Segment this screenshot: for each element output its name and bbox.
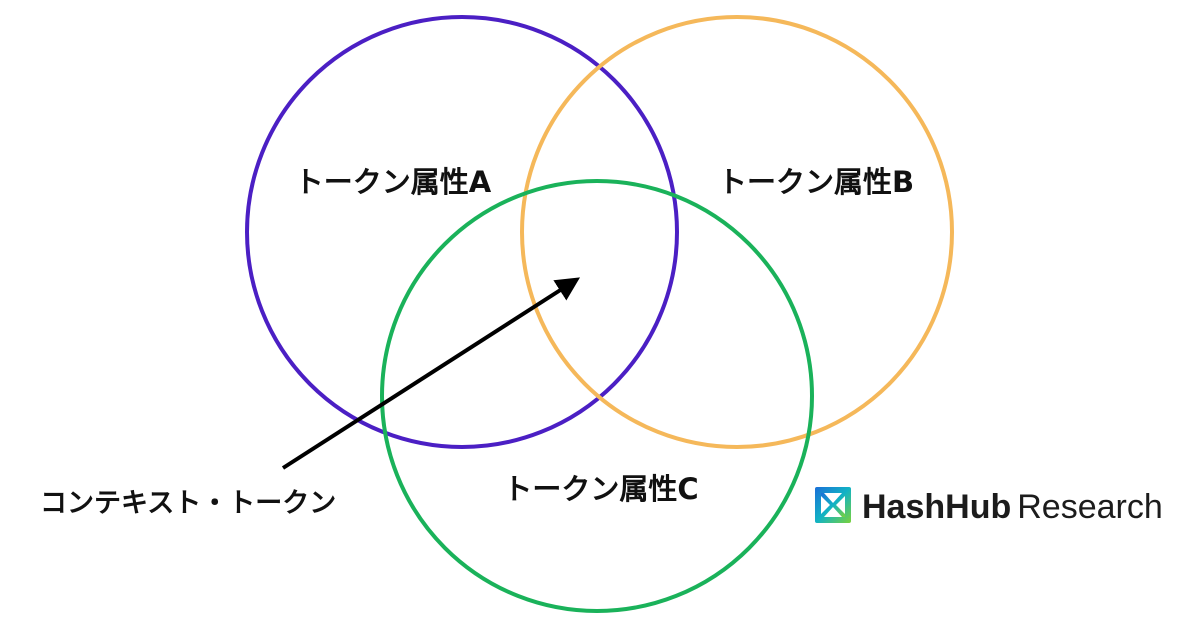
- brand-name-regular: Research: [1017, 488, 1163, 526]
- hashhub-logo-icon: [815, 487, 851, 523]
- set-a-circle: [245, 15, 679, 449]
- set-b-circle: [520, 15, 954, 449]
- brand-name-bold: HashHub: [862, 488, 1011, 526]
- pointer-label: コンテキスト・トークン: [40, 488, 336, 519]
- set-c-label: トークン属性C: [503, 472, 698, 506]
- pointer-arrow: [281, 277, 581, 470]
- set-b-label: トークン属性B: [718, 165, 914, 199]
- set-a-label: トークン属性A: [295, 165, 492, 199]
- set-c-circle: [380, 179, 814, 613]
